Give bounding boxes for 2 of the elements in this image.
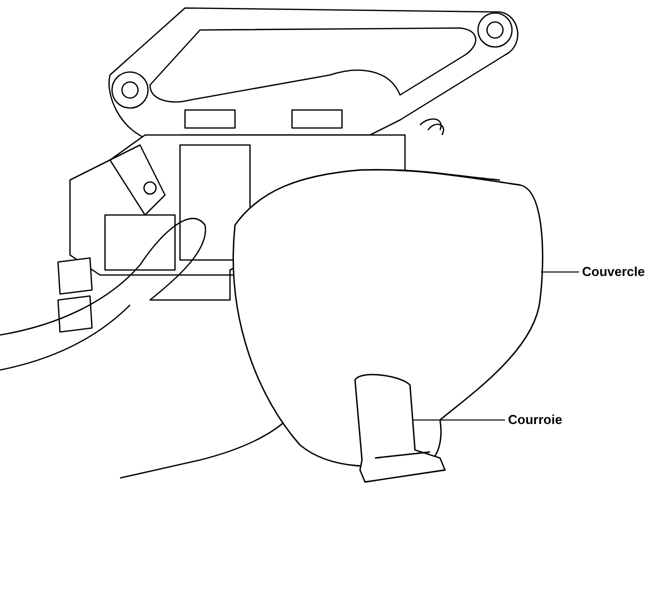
part-label: Courroie [508, 412, 562, 428]
part-label: Couvercle [582, 264, 645, 280]
